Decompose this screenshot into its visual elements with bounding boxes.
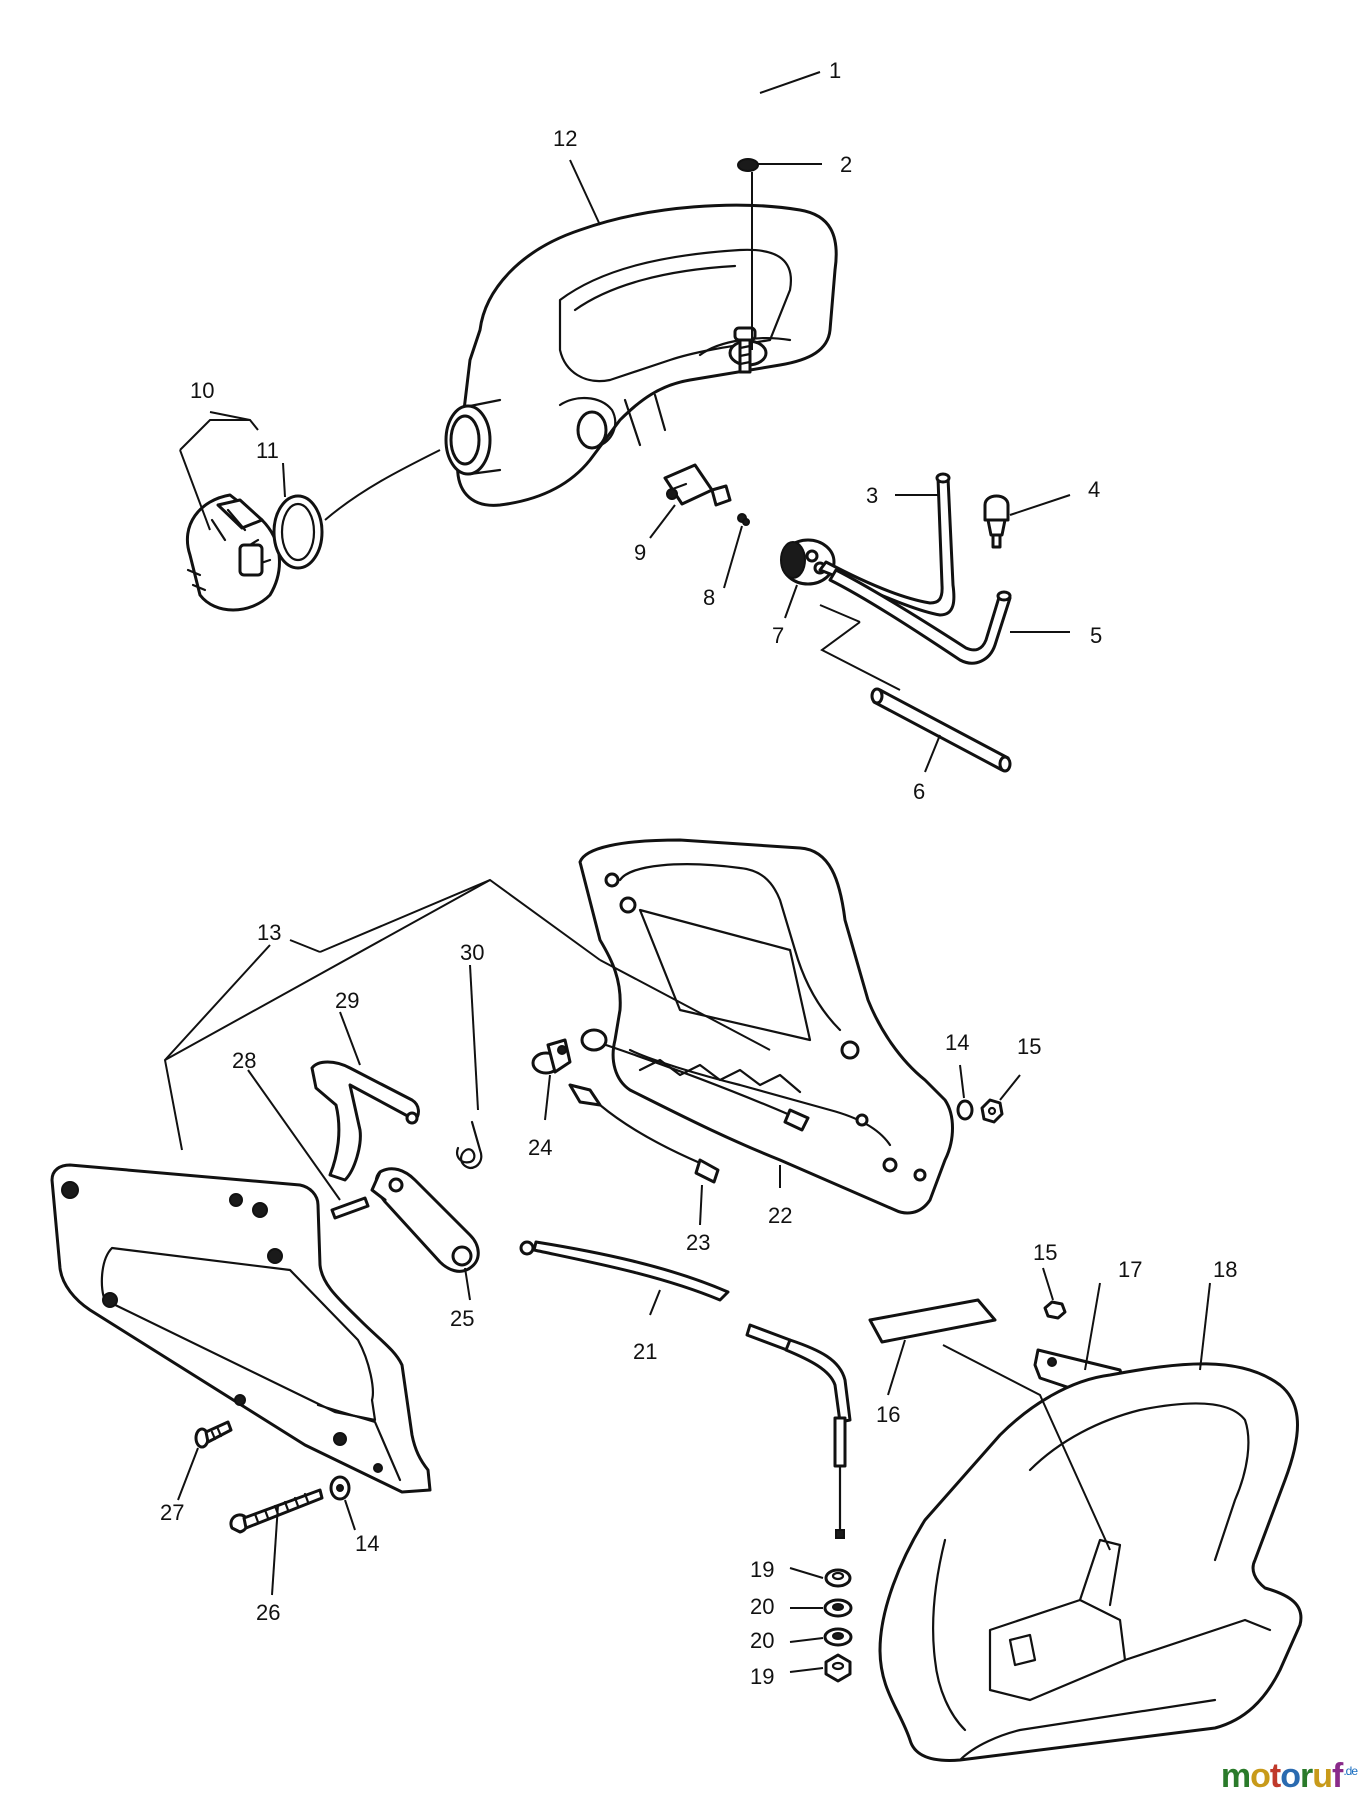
callout-3: 3 [866,483,878,508]
throttle-cable [519,1240,852,1539]
callout-5: 5 [1090,623,1102,648]
washer-lower [823,1627,853,1647]
callout-labels: 1 2 3 4 5 6 7 8 9 10 11 12 13 29 30 28 2… [160,58,1237,1689]
short-screw [194,1420,233,1449]
callout-12: 12 [553,126,577,151]
callout-22: 22 [768,1203,792,1228]
callout-14-left: 14 [355,1531,379,1556]
tank-filler-neck [444,398,502,476]
pin [330,1196,370,1220]
throttle-trigger [370,1167,480,1273]
callout-18: 18 [1213,1257,1237,1282]
callout-23: 23 [686,1230,710,1255]
nut-upper [824,1568,852,1588]
watermark-letter: m [1220,1757,1251,1795]
callout-14-right: 14 [945,1030,969,1055]
callout-20-lower: 20 [750,1628,774,1653]
callout-21: 21 [633,1339,657,1364]
label-sticker [868,1298,997,1344]
fuel-cap [185,493,281,612]
group-leaders [163,411,1111,1551]
callout-9: 9 [634,540,646,565]
callout-15-right: 15 [1017,1034,1041,1059]
callout-13: 13 [257,920,281,945]
washer-right [956,1099,974,1121]
front-handle [878,1362,1303,1762]
watermark-text: motoruf [1220,1757,1344,1795]
callout-2: 2 [840,152,852,177]
callout-4: 4 [1088,477,1100,502]
callout-28: 28 [232,1048,256,1073]
callout-17: 17 [1118,1257,1142,1282]
handle-housing-left [50,1163,432,1494]
fuel-filter [663,463,732,507]
callout-8: 8 [703,585,715,610]
hose [870,687,1012,773]
callout-7: 7 [772,623,784,648]
callout-leaders [177,71,1211,1673]
callout-24: 24 [528,1135,552,1160]
washer-upper [823,1598,853,1618]
fuel-breather [983,494,1010,549]
callout-10: 10 [190,378,214,403]
breather-hose [828,568,1012,665]
callout-20-upper: 20 [750,1594,774,1619]
long-screw [229,1488,324,1534]
callout-26: 26 [256,1600,280,1625]
washer [737,158,759,172]
watermark-letter: o [1280,1757,1301,1795]
watermark-letter: r [1299,1757,1313,1795]
watermark-suffix: .de [1343,1763,1358,1778]
o-ring [272,494,324,570]
callout-25: 25 [450,1306,474,1331]
callout-11: 11 [256,438,279,463]
throttle-lockout [310,1060,420,1182]
callout-19-upper: 19 [750,1557,774,1582]
nut-lower-right [1043,1300,1067,1320]
bolt [733,326,757,374]
nut-right [980,1098,1004,1124]
ground-wire [580,1028,810,1132]
handle-housing-right [578,838,954,1215]
callout-27: 27 [160,1500,184,1525]
nut-lower [824,1653,852,1683]
callout-6: 6 [913,779,925,804]
watermark-letter: f [1331,1757,1343,1795]
stop-switch [531,1038,572,1075]
watermark-letter: o [1250,1757,1271,1795]
watermark-letter: u [1312,1757,1333,1795]
watermark-letter: t [1269,1757,1281,1795]
spring [737,513,750,526]
watermark-logo: motoruf.de [1220,1757,1358,1796]
callout-16: 16 [876,1402,900,1427]
callout-19-lower: 19 [750,1664,774,1689]
callout-15-lower: 15 [1033,1240,1057,1265]
callout-29: 29 [335,988,359,1013]
washer-left [329,1475,351,1501]
fuel-tank [456,203,838,507]
stop-wire [568,1083,720,1184]
callout-1: 1 [829,58,841,83]
callout-30: 30 [460,940,484,965]
trigger-spring [456,1120,483,1170]
